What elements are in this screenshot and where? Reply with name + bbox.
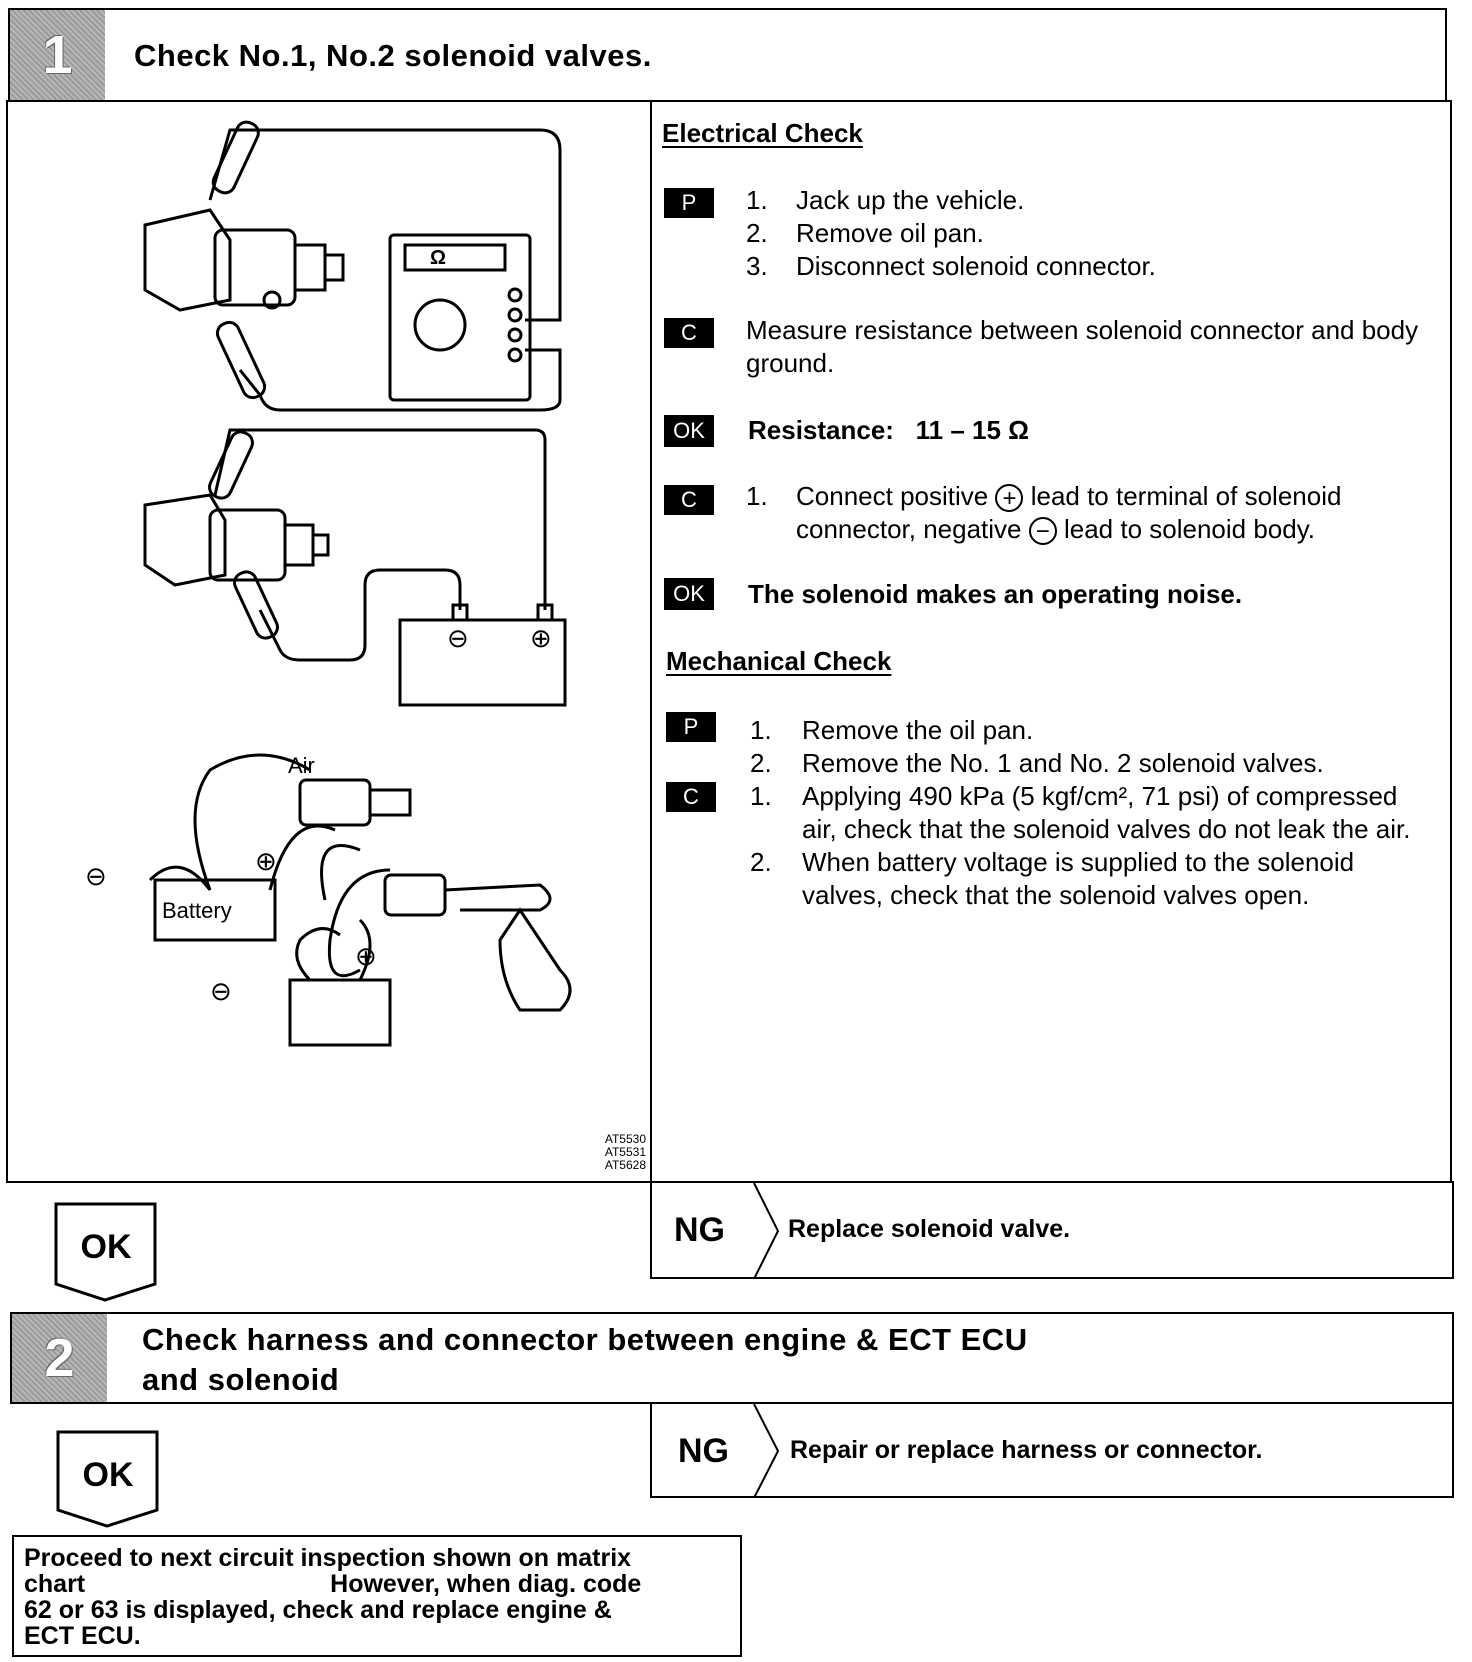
prep-step: 2.Remove oil pan. [746, 218, 984, 248]
check-step: 2.When battery voltage is supplied to th… [750, 847, 1355, 910]
electrical-check-heading: Electrical Check [662, 118, 863, 148]
ok-tag: OK [664, 415, 714, 447]
figure-code: AT5531 [604, 1145, 646, 1159]
ok-arrow-1 [54, 1202, 157, 1302]
prep-steps: 1.Jack up the vehicle. 2.Remove oil pan.… [746, 184, 1426, 283]
ng-label-1: NG [674, 1211, 725, 1249]
ng-box-2: NG Repair or replace harness or connecto… [650, 1402, 1454, 1498]
minus-symbol-battery2: ⊖ [210, 976, 232, 1006]
battery-label: Battery [162, 898, 232, 923]
proceed-line: ECT ECU. [24, 1622, 141, 1650]
plus-symbol-battery2: ⊕ [355, 941, 377, 971]
step1-header: 1 Check No.1, No.2 solenoid valves. [8, 8, 1447, 102]
ng-chevron-icon [753, 1404, 780, 1498]
ng-label-2: NG [678, 1432, 729, 1470]
prep-tag: P [666, 712, 716, 742]
check-text: Measure resistance between solenoid conn… [746, 315, 1419, 378]
figure-code: AT5628 [604, 1158, 646, 1172]
prep-step: 2.Remove the No. 1 and No. 2 solenoid va… [750, 748, 1324, 778]
proceed-line: Proceed to next circuit inspection shown… [24, 1544, 632, 1572]
air-label: Air [288, 753, 315, 778]
ng-chevron-icon [753, 1183, 780, 1279]
resistance-value: 11 – 15 Ω [915, 415, 1030, 445]
step1-title: Check No.1, No.2 solenoid valves. [134, 38, 652, 73]
prep-step: 1.Remove the oil pan. [750, 715, 1034, 745]
prep-step: 3.Disconnect solenoid connector. [746, 251, 1156, 281]
omega-symbol: Ω [430, 247, 446, 269]
mech-check-steps: 1.Applying 490 kPa (5 kgf/cm², 71 psi) o… [750, 780, 1432, 912]
plus-symbol: ⊕ [530, 623, 552, 653]
figure-code: AT5530 [604, 1132, 646, 1146]
step2-title-line1: Check harness and connector between engi… [142, 1322, 1028, 1357]
check-step: 1.Applying 490 kPa (5 kgf/cm², 71 psi) o… [750, 781, 1411, 844]
prep-tag: P [664, 188, 714, 218]
check-tag: C [666, 782, 716, 812]
ng-action-2: Repair or replace harness or connector. [790, 1436, 1263, 1464]
prep-step: 1.Jack up the vehicle. [746, 185, 1025, 215]
resistance-label: Resistance: [748, 415, 894, 445]
proceed-note: Proceed to next circuit inspection shown… [12, 1535, 742, 1657]
resistance-spec: Resistance: 11 – 15 Ω [748, 414, 1029, 447]
ok-tag: OK [664, 578, 714, 610]
step2-number: 2 [12, 1314, 107, 1402]
plus-circle-icon: + [995, 484, 1024, 513]
noise-result: The solenoid makes an operating noise. [748, 579, 1243, 609]
solenoid-test-illustration: Ω ⊖ ⊕ Air Battery ⊖ ⊕ ⊖ ⊕ [85, 120, 572, 1047]
step2-header: 2 Check harness and connector between en… [10, 1312, 1454, 1404]
step2-title-line2: and solenoid [142, 1362, 340, 1397]
minus-symbol: ⊖ [447, 623, 469, 653]
polarity-check: 1. Connect positive + lead to terminal o… [746, 481, 1342, 546]
ok-arrow-2 [56, 1430, 159, 1528]
mechanical-check-heading: Mechanical Check [666, 646, 892, 676]
minus-symbol-battery1: ⊖ [85, 861, 107, 891]
minus-circle-icon: − [1028, 517, 1057, 546]
plus-symbol-battery1: ⊕ [255, 846, 277, 876]
proceed-line: 62 or 63 is displayed, check and replace… [24, 1596, 612, 1624]
ng-box-1: NG Replace solenoid valve. [650, 1181, 1454, 1279]
ng-action-1: Replace solenoid valve. [788, 1215, 1071, 1243]
step1-number: 1 [10, 10, 105, 100]
ok-label-1: OK [80, 1228, 132, 1266]
ok-label-2: OK [82, 1456, 134, 1494]
check-tag: C [664, 485, 714, 515]
check-tag: C [664, 318, 714, 348]
mech-prep-steps: 1.Remove the oil pan. 2.Remove the No. 1… [750, 714, 1440, 780]
figure-codes: AT5530 AT5531 AT5628 [560, 1133, 646, 1172]
